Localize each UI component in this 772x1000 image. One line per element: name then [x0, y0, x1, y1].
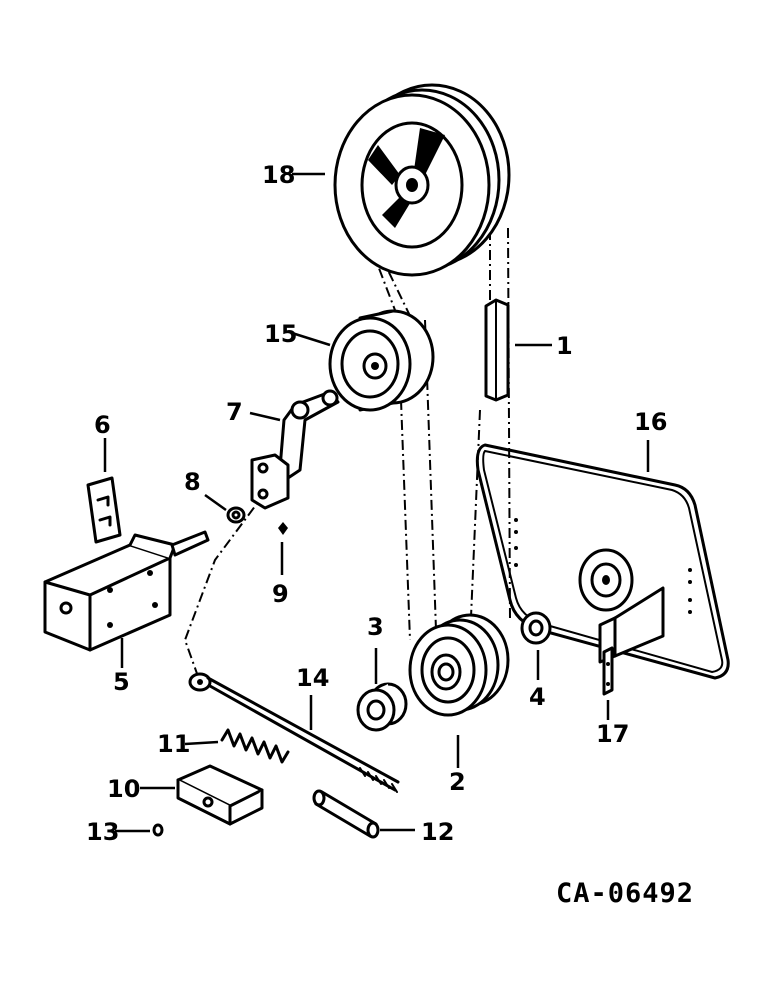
channel-bracket: [176, 764, 264, 826]
callout-labels: 18 1 15 7 6 8 9 5 3 2 4 17 16 14 11 10 1…: [86, 161, 667, 846]
callout-18: 18: [262, 161, 295, 189]
callout-9: 9: [272, 580, 289, 608]
idler-pulley: [328, 309, 435, 412]
bushing-small: [226, 506, 246, 524]
spacer: [356, 682, 408, 732]
callout-14: 14: [296, 664, 329, 692]
pulley-large: [333, 83, 511, 277]
drive-belt-lines: [183, 199, 511, 683]
callout-13: 13: [86, 818, 119, 846]
mounting-bracket: [43, 530, 210, 652]
callout-15: 15: [264, 320, 297, 348]
callout-3: 3: [367, 613, 384, 641]
drive-pulley: [578, 548, 634, 612]
callout-1: 1: [556, 332, 573, 360]
pulley-lower: [408, 613, 510, 717]
callout-11: 11: [157, 730, 190, 758]
spring: [220, 728, 290, 764]
belt-loop: [475, 443, 730, 680]
callout-2: 2: [449, 768, 466, 796]
adjusting-rod: [188, 672, 400, 793]
callout-4: 4: [529, 683, 546, 711]
nut-lock: [152, 823, 164, 837]
shim-plate: [86, 476, 122, 544]
callout-17: 17: [596, 720, 629, 748]
callout-7: 7: [226, 398, 243, 426]
guard-bar: [484, 298, 510, 402]
nut-small: [278, 522, 288, 535]
callout-8: 8: [184, 468, 201, 496]
callout-6: 6: [94, 411, 111, 439]
callout-10: 10: [107, 775, 140, 803]
callout-5: 5: [113, 668, 130, 696]
idler-arm: [250, 389, 340, 510]
callout-12: 12: [421, 818, 454, 846]
pin: [312, 789, 380, 839]
support-bracket: [598, 586, 665, 696]
leader-lines: [103, 172, 650, 833]
drawing-number: CA-06492: [556, 878, 694, 909]
callout-16: 16: [634, 408, 667, 436]
idler-small: [520, 611, 552, 645]
